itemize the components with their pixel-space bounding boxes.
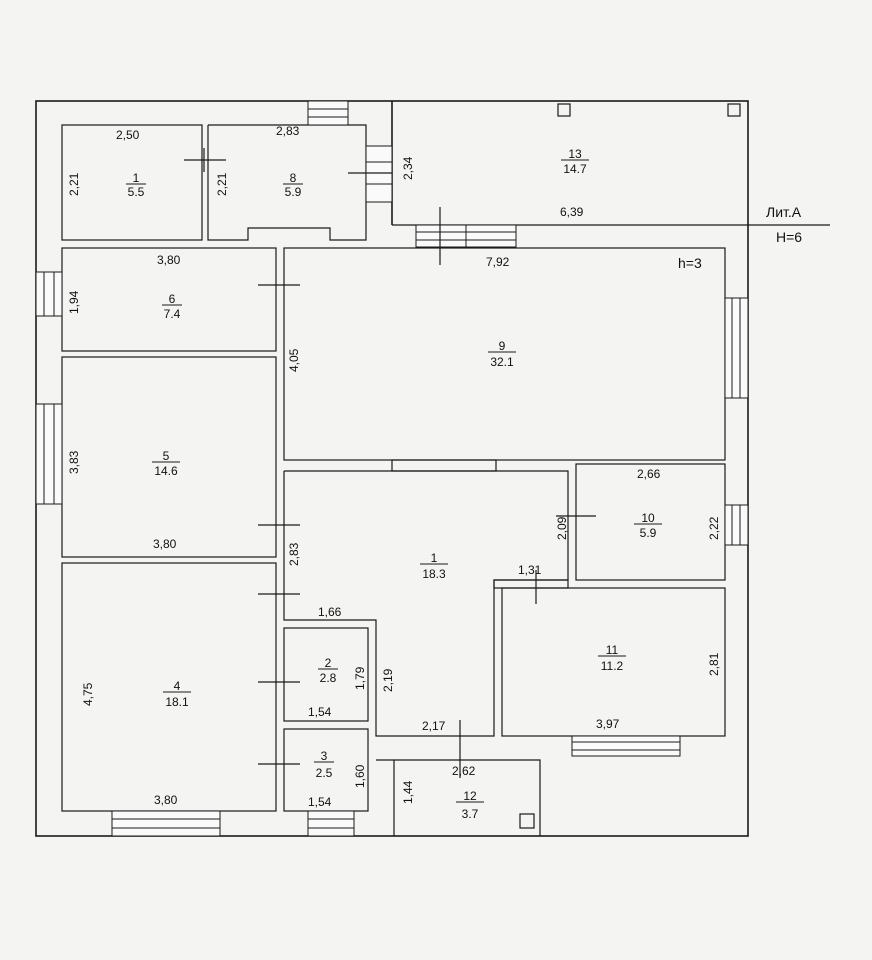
dimension-labels: 2,50 2,21 2,83 2,21 2,34 6,39 3,80 1,94 … [67,124,721,809]
room-10-label: 10 5.9 [634,511,662,540]
svg-text:2,22: 2,22 [707,516,721,540]
svg-text:3,80: 3,80 [153,537,177,551]
svg-text:5.9: 5.9 [640,526,657,540]
svg-text:9: 9 [499,339,506,353]
svg-text:2,66: 2,66 [637,467,661,481]
room-2-outline [283,627,369,722]
svg-text:4: 4 [174,679,181,693]
svg-text:1,54: 1,54 [308,705,332,719]
room-8-label: 8 5.9 [283,171,303,199]
svg-text:32.1: 32.1 [490,355,514,369]
svg-text:3: 3 [321,749,328,763]
svg-text:2,21: 2,21 [67,172,81,196]
svg-text:2.5: 2.5 [316,766,333,780]
svg-text:2,50: 2,50 [116,128,140,142]
svg-text:8: 8 [290,171,297,185]
door-marks [184,103,830,829]
svg-text:2,17: 2,17 [422,719,446,733]
svg-text:18.3: 18.3 [422,567,446,581]
svg-text:2,83: 2,83 [287,542,301,566]
svg-text:2,09: 2,09 [555,516,569,540]
svg-text:6,39: 6,39 [560,205,584,219]
svg-text:1,44: 1,44 [401,780,415,804]
svg-text:1,94: 1,94 [67,290,81,314]
svg-text:2: 2 [325,656,332,670]
svg-text:5.9: 5.9 [285,185,302,199]
svg-text:3,83: 3,83 [67,450,81,474]
room-9-outline [283,247,726,461]
svg-text:7,92: 7,92 [486,255,510,269]
windows [35,100,749,837]
svg-text:2,34: 2,34 [401,156,415,180]
room-5-label: 5 14.6 [152,449,180,478]
svg-text:5: 5 [163,449,170,463]
svg-text:2,81: 2,81 [707,652,721,676]
svg-text:7.4: 7.4 [164,307,181,321]
svg-text:4,75: 4,75 [81,682,95,706]
lit-label: Лит.А [766,204,802,220]
ceiling-height: h=3 [678,255,702,271]
room-1-label: 1 18.3 [420,551,448,581]
svg-text:11.2: 11.2 [601,659,624,673]
svg-text:1,66: 1,66 [318,605,342,619]
svg-text:2,83: 2,83 [276,124,300,138]
svg-text:11: 11 [606,643,619,657]
room-2-label: 2 2.8 [318,656,338,685]
svg-text:10: 10 [641,511,655,525]
room-12-outline [393,759,541,836]
total-height: H=6 [776,229,802,245]
svg-text:1,54: 1,54 [308,795,332,809]
room-8-outline [207,124,367,241]
svg-text:14.6: 14.6 [154,464,178,478]
room-7-outline [61,124,203,241]
svg-text:3,80: 3,80 [157,253,181,267]
room-1-outline [283,470,569,737]
room-12-label: 12 3.7 [456,789,484,821]
svg-text:1,31: 1,31 [518,563,542,577]
svg-text:3,97: 3,97 [596,717,620,731]
svg-text:13: 13 [568,147,582,161]
room-7-number: 1 [133,171,140,185]
annotations: h=3 Лит.А H=6 [678,204,802,271]
room-11-label: 11 11.2 [598,643,626,673]
room-3-label: 3 2.5 [314,749,334,780]
svg-text:4,05: 4,05 [287,348,301,372]
svg-text:1: 1 [431,551,438,565]
svg-text:14.7: 14.7 [563,162,587,176]
svg-text:3,80: 3,80 [154,793,178,807]
room-7-area: 5.5 [128,185,145,199]
svg-text:2,19: 2,19 [381,668,395,692]
svg-text:1,60: 1,60 [353,764,367,788]
room-13-label: 13 14.7 [561,147,589,176]
room-labels: 1 5.5 8 5.9 13 14.7 6 7.4 9 32.1 5 14.6 [126,147,662,821]
room-9-label: 9 32.1 [488,339,516,369]
svg-text:2.8: 2.8 [320,671,337,685]
room-7-label: 1 5.5 [126,171,146,199]
svg-text:1,79: 1,79 [353,666,367,690]
room-6-label: 6 7.4 [162,292,182,321]
svg-text:2,62: 2,62 [452,764,476,778]
svg-text:12: 12 [463,789,477,803]
svg-text:3.7: 3.7 [462,807,479,821]
room-4-label: 4 18.1 [163,679,191,709]
svg-text:6: 6 [169,292,176,306]
svg-text:18.1: 18.1 [165,695,189,709]
svg-text:2,21: 2,21 [215,172,229,196]
